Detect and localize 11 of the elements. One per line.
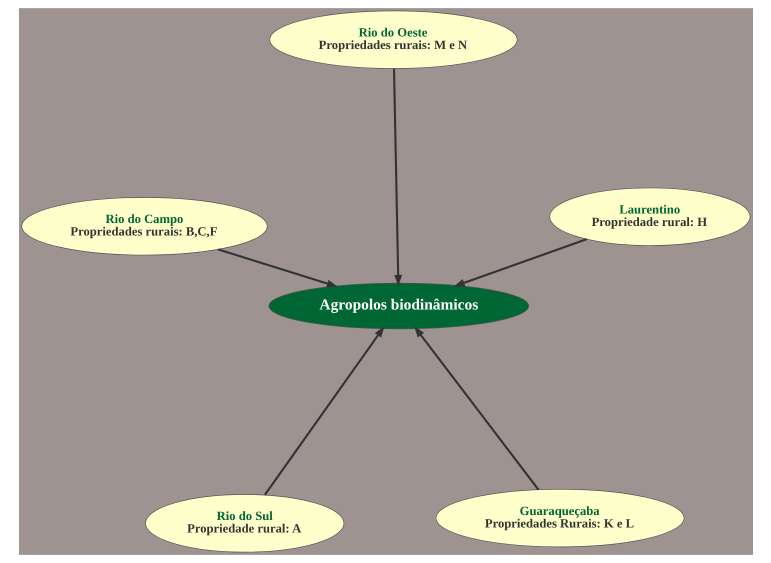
arrow <box>264 326 384 496</box>
node-ellipse: Agropolos biodinâmicos <box>268 282 529 330</box>
node-ellipse: Guaraqueçaba Propriedades Rurais: K e L <box>435 488 684 548</box>
arrow <box>217 248 338 288</box>
node-ellipse: Laurentino Propriedade rural: H <box>548 188 750 246</box>
arrow <box>452 238 587 287</box>
arrow <box>414 326 539 490</box>
node-ellipse: Rio do Sul Propriedade rural: A <box>144 494 344 552</box>
arrow <box>392 68 402 286</box>
node-ellipse: Rio do Oeste Propriedades rurais: M e N <box>268 10 517 69</box>
node-ellipse: Rio do Campo Propriedades rurais: B,C,F <box>20 197 268 256</box>
